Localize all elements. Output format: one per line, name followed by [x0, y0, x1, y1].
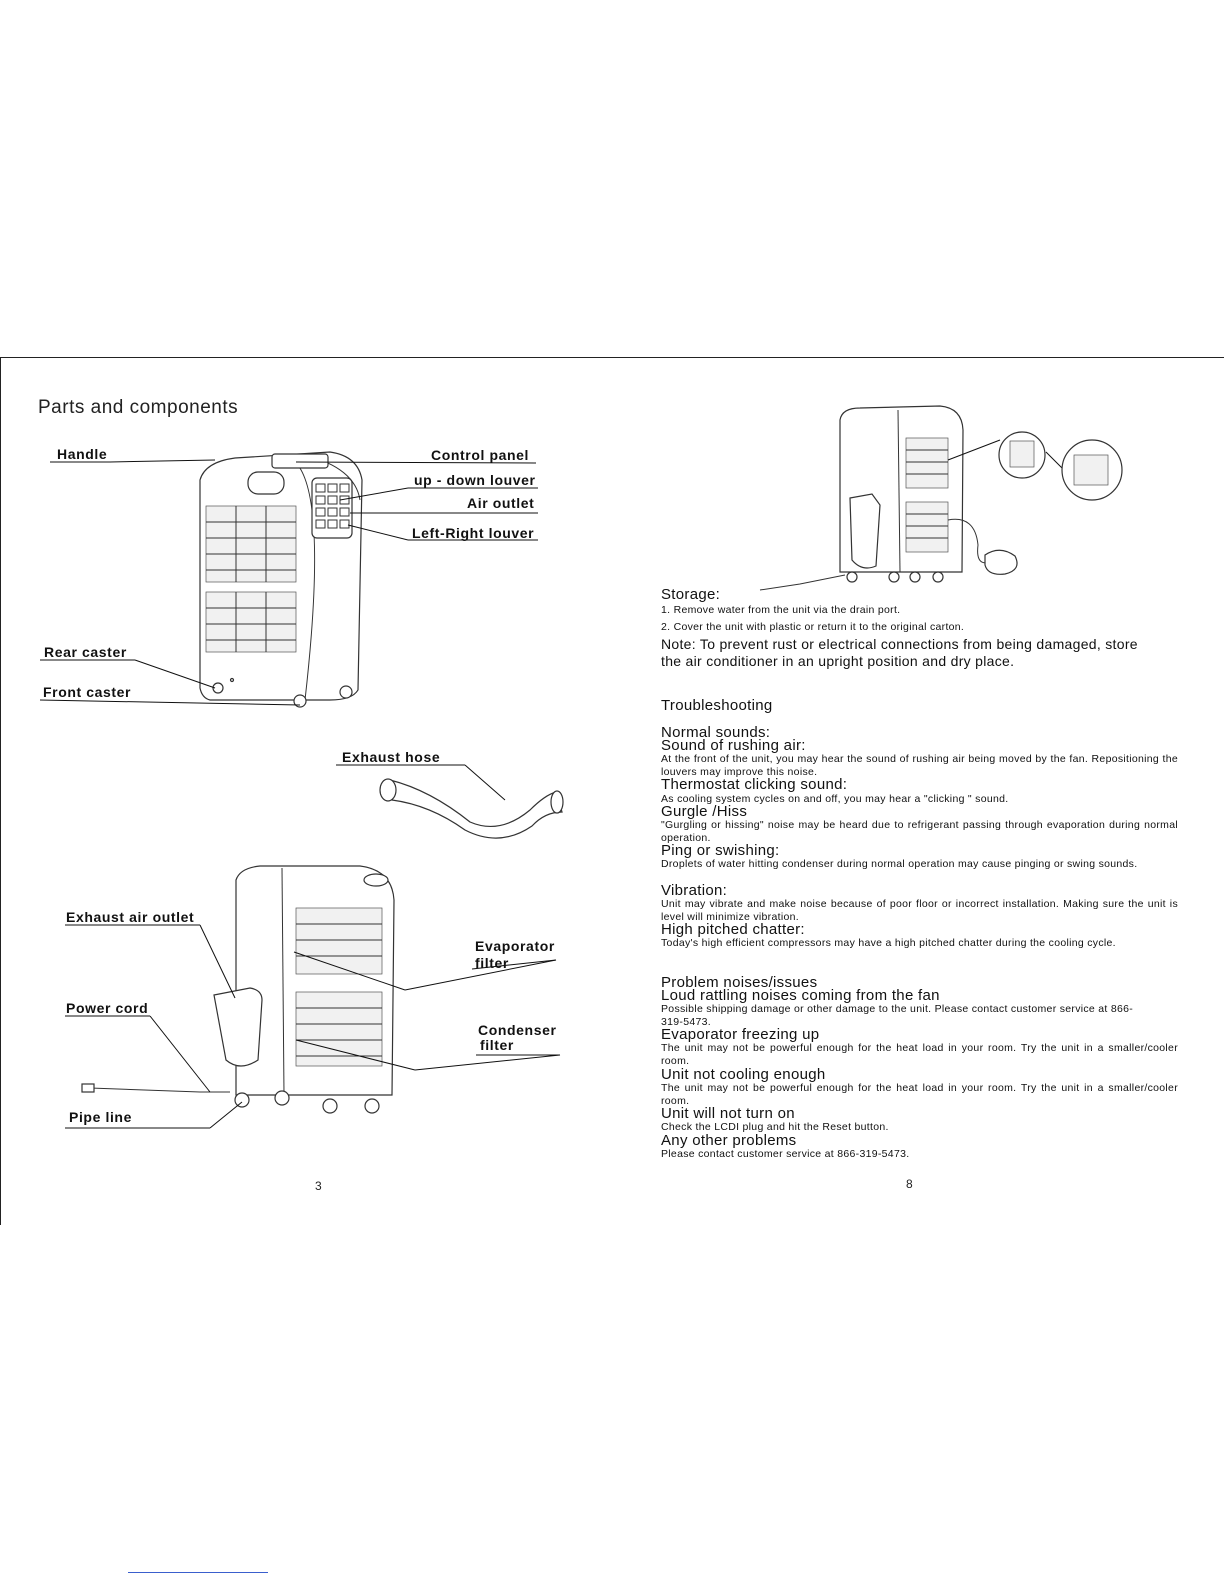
not-turn-on-heading: Unit will not turn on: [661, 1105, 795, 1122]
front-unit-drawing: [199, 451, 363, 708]
ping-heading: Ping or swishing:: [661, 842, 780, 859]
label-air-outlet: Air outlet: [467, 495, 535, 511]
storage-step-1: 1. Remove water from the unit via the dr…: [661, 604, 901, 616]
not-cooling-heading: Unit not cooling enough: [661, 1066, 826, 1083]
rushing-air-text: At the front of the unit, you may hear t…: [661, 753, 1178, 778]
rushing-air-heading: Sound of rushing air:: [661, 737, 806, 754]
other-problems-text: Please contact customer service at 866-3…: [661, 1148, 910, 1160]
label-power-cord: Power cord: [66, 1000, 149, 1016]
gurgle-heading: Gurgle /Hiss: [661, 803, 748, 820]
label-front-caster: Front caster: [43, 684, 132, 700]
rattling-text: Possible shipping damage or other damage…: [661, 1003, 1134, 1028]
label-condenser-filter-line1: Condenser: [478, 1022, 557, 1038]
rattling-heading: Loud rattling noises coming from the fan: [661, 987, 940, 1004]
vibration-heading: Vibration:: [661, 882, 728, 899]
page-number-left: 3: [315, 1179, 322, 1193]
footer-link-underline: [128, 1572, 268, 1573]
label-up-down-louver: up - down louver: [414, 472, 536, 488]
gurgle-text: "Gurgling or hissing" noise may be heard…: [661, 819, 1178, 844]
freezing-heading: Evaporator freezing up: [661, 1026, 820, 1043]
other-problems-heading: Any other problems: [661, 1132, 797, 1149]
storage-unit-drawing: [759, 405, 1123, 591]
ping-text: Droplets of water hitting condenser duri…: [661, 858, 1138, 870]
label-handle: Handle: [57, 446, 108, 462]
normal-sounds-heading: Normal sounds:: [661, 724, 771, 741]
storage-step-2: 2. Cover the unit with plastic or return…: [661, 621, 965, 633]
label-rear-caster: Rear caster: [44, 644, 127, 660]
label-exhaust-air-outlet: Exhaust air outlet: [66, 909, 195, 925]
freezing-text: The unit may not be powerful enough for …: [661, 1042, 1178, 1067]
parts-components-title: Parts and components: [38, 397, 239, 418]
vibration-text: Unit may vibrate and make noise because …: [661, 898, 1178, 923]
label-evaporator-filter-line1: Evaporator: [475, 938, 555, 954]
label-evaporator-filter-line2: filter: [475, 955, 509, 971]
problem-noises-heading: Problem noises/issues: [661, 974, 818, 991]
label-condenser-filter-line2: filter: [480, 1037, 514, 1053]
not-cooling-text: The unit may not be powerful enough for …: [661, 1082, 1178, 1107]
page-border-left: [0, 357, 1, 1225]
label-exhaust-hose: Exhaust hose: [342, 749, 441, 765]
label-left-right-louver: Left-Right louver: [412, 525, 535, 541]
exhaust-hose-drawing: [336, 764, 564, 839]
troubleshooting-heading: Troubleshooting: [661, 697, 773, 714]
page-number-right: 8: [906, 1177, 913, 1191]
chatter-text: Today's high efficient compressors may h…: [661, 937, 1116, 949]
label-control-panel: Control panel: [431, 447, 530, 463]
not-turn-on-text: Check the LCDI plug and hit the Reset bu…: [661, 1121, 889, 1133]
rear-unit-drawing: [81, 865, 395, 1114]
label-pipe-line: Pipe line: [69, 1109, 132, 1125]
storage-note: Note: To prevent rust or electrical conn…: [661, 636, 1138, 669]
storage-heading: Storage:: [661, 586, 721, 603]
page-border-top: [0, 357, 1224, 358]
chatter-heading: High pitched chatter:: [661, 921, 805, 938]
thermostat-heading: Thermostat clicking sound:: [661, 776, 848, 793]
thermostat-text: As cooling system cycles on and off, you…: [661, 793, 1009, 805]
